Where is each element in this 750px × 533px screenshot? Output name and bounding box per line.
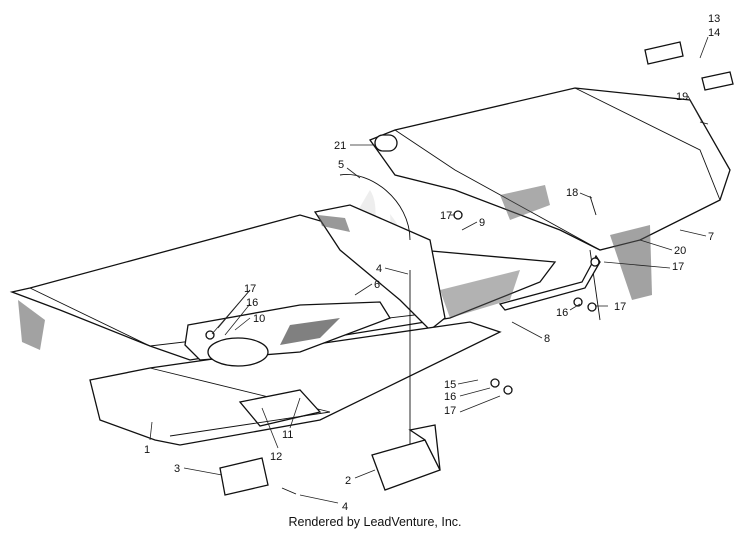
brace-rod [498, 254, 601, 311]
callout-1: 1 [144, 444, 150, 456]
callout-17a: 17 [244, 283, 256, 295]
callout-labels: 1 2 3 4 4 5 6 7 8 9 10 11 12 13 14 15 16… [144, 13, 720, 513]
callout-14: 14 [708, 27, 720, 39]
oval-pad [207, 337, 269, 367]
callout-8: 8 [544, 333, 550, 345]
callout-3: 3 [174, 463, 180, 475]
callout-6: 6 [374, 279, 380, 291]
callout-15: 15 [444, 379, 456, 391]
leader-lines [149, 36, 709, 504]
seat-decals [644, 41, 734, 91]
callout-17d: 17 [614, 301, 626, 313]
mounting-bracket [371, 424, 441, 491]
mounting-plate [219, 457, 269, 496]
callout-13: 13 [708, 13, 720, 25]
callout-12: 12 [270, 451, 282, 463]
callout-17e: 17 [672, 261, 684, 273]
callout-21: 21 [334, 140, 346, 152]
callout-17c: 17 [444, 405, 456, 417]
inner-panel [313, 204, 446, 331]
callout-16a: 16 [246, 297, 258, 309]
seat-frame [368, 87, 731, 321]
detail-circle [339, 174, 411, 241]
callout-5: 5 [338, 159, 344, 171]
callout-9: 9 [479, 217, 485, 229]
callout-16b: 16 [444, 391, 456, 403]
callout-4b: 4 [376, 263, 382, 275]
callout-17b: 17 [440, 210, 452, 222]
callout-2: 2 [345, 475, 351, 487]
footer-credit: Rendered by LeadVenture, Inc. [288, 515, 462, 529]
callout-19: 19 [676, 91, 688, 103]
callout-16c: 16 [556, 307, 568, 319]
callout-18: 18 [566, 187, 578, 199]
callout-4a: 4 [342, 501, 348, 513]
callout-20: 20 [674, 245, 686, 257]
callout-7: 7 [708, 231, 714, 243]
callout-10: 10 [253, 313, 265, 325]
callout-11: 11 [282, 429, 293, 441]
